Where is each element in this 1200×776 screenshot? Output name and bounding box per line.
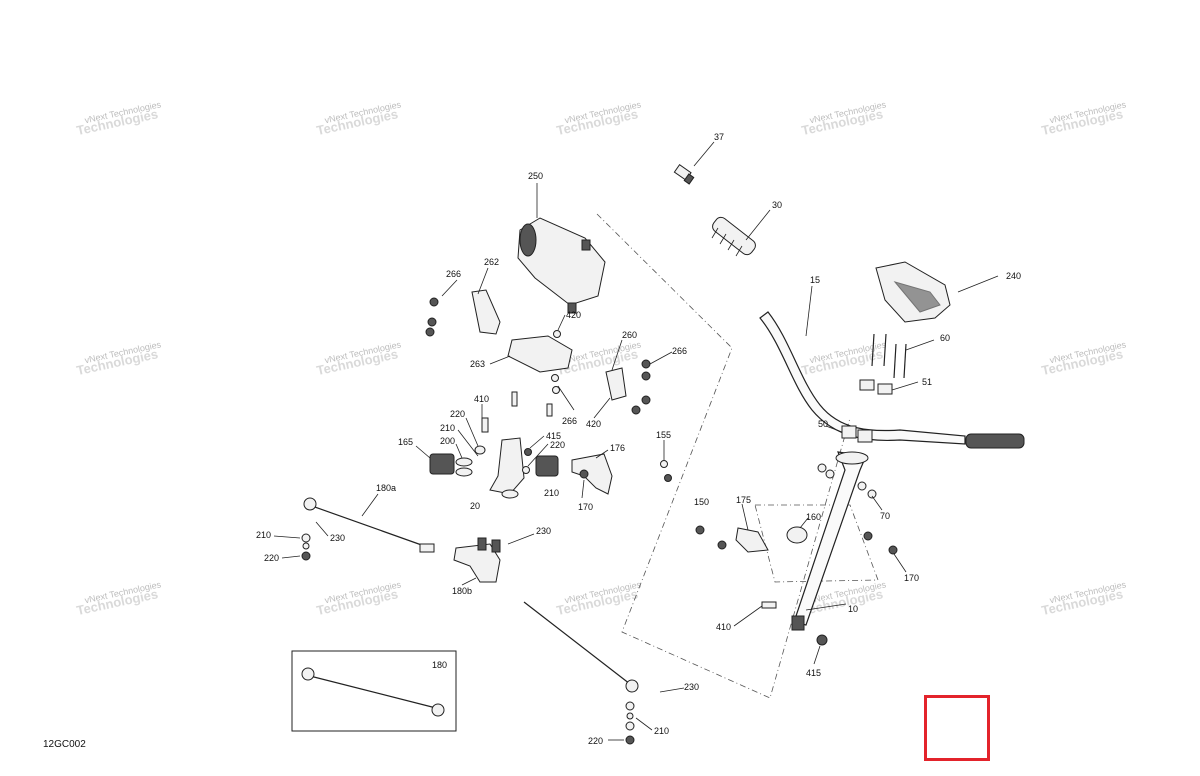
- callout-410: 410: [474, 394, 489, 404]
- bar-end-plug: [673, 164, 695, 185]
- callout-230: 230: [536, 526, 551, 536]
- callout-220: 220: [588, 736, 603, 746]
- callout-420: 420: [586, 419, 601, 429]
- right-grip: [965, 433, 1025, 449]
- callout-266: 266: [562, 416, 577, 426]
- callout-230: 230: [684, 682, 699, 692]
- callout-220: 220: [264, 553, 279, 563]
- callout-410: 410: [716, 622, 731, 632]
- callout-250: 250: [528, 171, 543, 181]
- upper-clamp: [859, 379, 875, 391]
- callout-210: 210: [654, 726, 669, 736]
- callout-170: 170: [904, 573, 919, 583]
- handlebar: [759, 311, 966, 445]
- callout-420: 420: [566, 310, 581, 320]
- callout-220: 220: [550, 440, 565, 450]
- callout-180b: 180b: [452, 586, 472, 596]
- tie-rod-assembly: [301, 497, 639, 745]
- callout-60: 60: [940, 333, 950, 343]
- callout-165: 165: [398, 437, 413, 447]
- mount-bracket-263: [507, 335, 573, 373]
- callout-266: 266: [446, 269, 461, 279]
- assembly-outlines: [596, 213, 879, 699]
- callout-210: 210: [544, 488, 559, 498]
- mount-bracket-260: [605, 367, 627, 401]
- callout-37: 37: [714, 132, 724, 142]
- callout-210: 210: [440, 423, 455, 433]
- highlight-box[interactable]: [924, 695, 990, 761]
- callout-266: 266: [672, 346, 687, 356]
- bushing-165: [429, 453, 455, 475]
- grip: [711, 216, 756, 257]
- callout-210: 210: [256, 530, 271, 540]
- callout-150: 150: [694, 497, 709, 507]
- leader-lines: [273, 141, 999, 741]
- column-bracket: [735, 527, 769, 553]
- callout-160: 160: [806, 512, 821, 522]
- column-bushing: [786, 526, 808, 544]
- callout-20: 20: [470, 501, 480, 511]
- callout-200: 200: [440, 436, 455, 446]
- diagram-code: 12GC002: [43, 739, 86, 750]
- callout-50: 50: [818, 419, 828, 429]
- pillow-block-176: [571, 453, 613, 495]
- lower-clamp: [841, 425, 857, 439]
- callout-263: 263: [470, 359, 485, 369]
- callout-415: 415: [806, 668, 821, 678]
- inset-box-180: [291, 650, 457, 732]
- callout-51: 51: [922, 377, 932, 387]
- callout-15: 15: [810, 275, 820, 285]
- tie-rod-end-left: [303, 497, 317, 511]
- callout-10: 10: [848, 604, 858, 614]
- callout-30: 30: [772, 200, 782, 210]
- callout-240: 240: [1006, 271, 1021, 281]
- callout-180a: 180a: [376, 483, 396, 493]
- callout-170: 170: [578, 502, 593, 512]
- bushing-right: [535, 455, 559, 477]
- bolts: [871, 333, 907, 379]
- callout-176: 176: [610, 443, 625, 453]
- callout-180: 180: [432, 660, 447, 670]
- callout-260: 260: [622, 330, 637, 340]
- mount-bracket-262: [471, 289, 501, 335]
- callout-labels: 37 30 15 240 250 266 262 420 260 266 263…: [256, 132, 1021, 746]
- callout-70: 70: [880, 511, 890, 521]
- callout-175: 175: [736, 495, 751, 505]
- handlebar-assembly: [673, 164, 1025, 646]
- callout-220: 220: [450, 409, 465, 419]
- tie-rod-end-right: [625, 679, 639, 693]
- pitman-arm: [489, 437, 525, 495]
- callout-155: 155: [656, 430, 671, 440]
- callout-262: 262: [484, 257, 499, 267]
- callout-230: 230: [330, 533, 345, 543]
- callout-415: 415: [546, 431, 561, 441]
- steering-gear-assembly: [425, 217, 672, 499]
